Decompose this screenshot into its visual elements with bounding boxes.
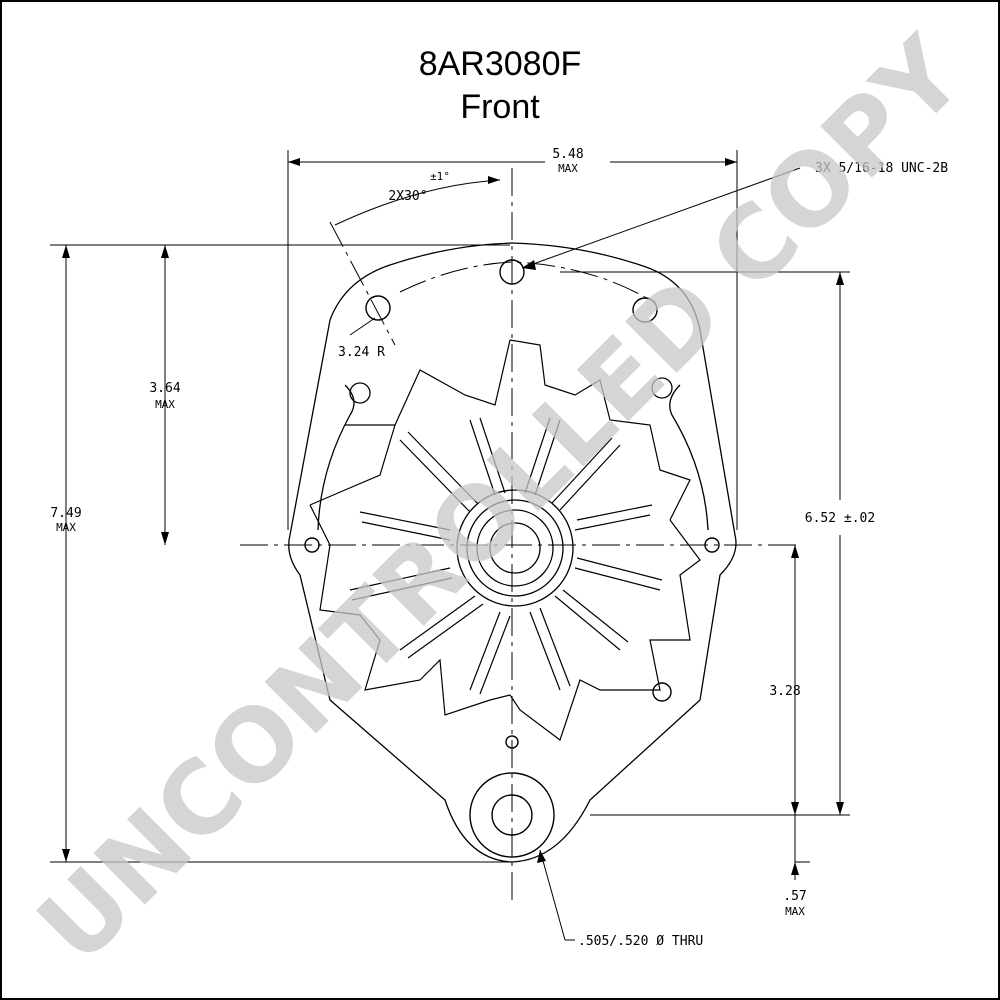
total-height-value: 7.49 — [50, 506, 81, 521]
foot-value: .57 — [783, 889, 806, 904]
centerlines — [240, 168, 800, 900]
watermark-text: UNCONTROLLED COPY — [15, 14, 986, 985]
mount-holes-callout: 3X 5/16-18 UNC-2B — [815, 161, 948, 176]
total-height-unit: MAX — [56, 521, 76, 534]
left-top-hole-icon — [365, 295, 391, 321]
thru-hole-callout: .505/.520 Ø THRU — [578, 934, 703, 949]
foot-unit: MAX — [785, 905, 805, 918]
part-number: 8AR3080F — [419, 45, 582, 83]
lower-right-boss-icon — [652, 682, 672, 702]
lower-height: 3.28 — [769, 684, 800, 699]
right-top-hole-icon — [632, 297, 658, 323]
fan-blades — [309, 339, 701, 741]
width-unit: MAX — [558, 162, 578, 175]
arrowheads — [62, 158, 844, 875]
view-label: Front — [460, 88, 540, 126]
width-value: 5.48 — [552, 147, 583, 162]
angle-callout: 2X30° — [388, 189, 427, 204]
pivot-boss-icon — [469, 772, 555, 858]
fan-slots — [349, 417, 663, 695]
radius-callout: 3.24 R — [338, 345, 385, 360]
rotor-hub — [456, 489, 574, 607]
upper-height-unit: MAX — [155, 398, 175, 411]
angle-tolerance: ±1° — [430, 170, 450, 183]
hole-spacing: 6.52 ±.02 — [805, 511, 875, 526]
upper-height-value: 3.64 — [149, 381, 180, 396]
